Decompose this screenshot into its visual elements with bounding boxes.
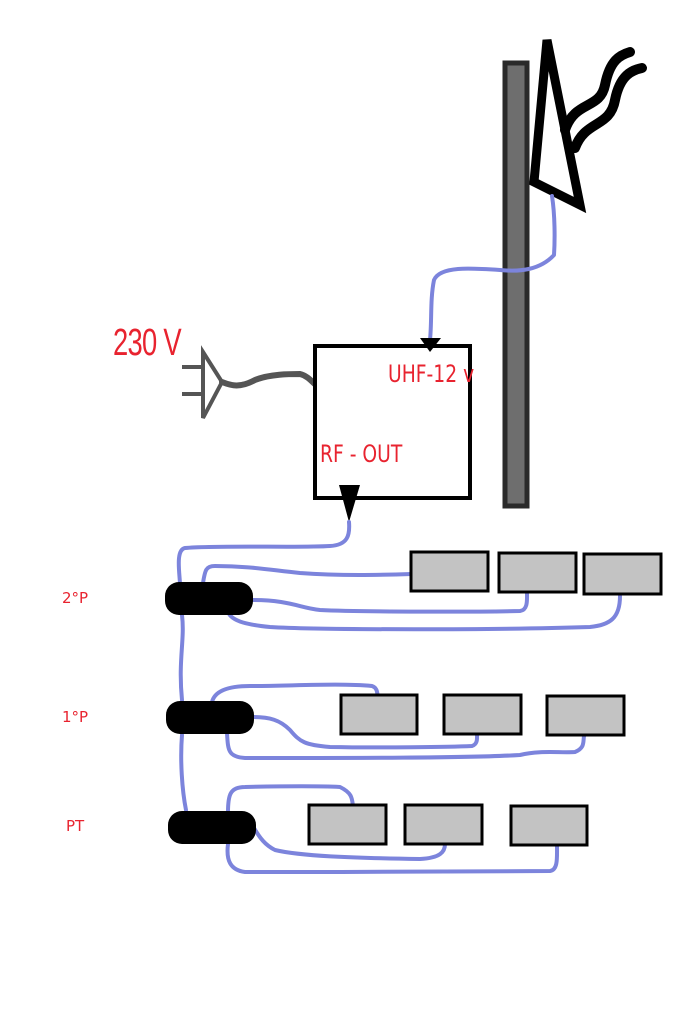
uhf-input-arrow xyxy=(420,338,441,352)
amplifier-box xyxy=(313,344,472,500)
rf-out-arrow xyxy=(339,485,360,522)
floor-label-pt: PT xyxy=(66,817,85,835)
trunk-cable xyxy=(176,520,352,812)
antenna-mast xyxy=(502,60,530,509)
antenna-cable xyxy=(428,194,557,342)
splitter-1p xyxy=(166,701,254,734)
tv-outlet-2p-1 xyxy=(409,550,490,593)
tv-outlet-2p-3 xyxy=(582,552,663,596)
tv-outlet-2p-2 xyxy=(497,551,578,594)
tv-outlet-1p-1 xyxy=(339,693,419,736)
tv-outlet-pt-3 xyxy=(509,804,589,847)
tv-outlet-pt-1 xyxy=(307,803,388,846)
cable-2p-3 xyxy=(226,594,622,632)
antenna-icon xyxy=(529,39,647,214)
cable-1p-2 xyxy=(250,715,480,750)
splitter-2p xyxy=(165,582,253,615)
cable-2p-2 xyxy=(250,591,530,614)
power-plug-icon xyxy=(182,345,319,419)
floor-label-1p: 1°P xyxy=(62,708,89,726)
cable-1p-3 xyxy=(225,731,586,760)
cable-1p-1 xyxy=(210,682,380,704)
splitter-pt xyxy=(168,811,256,844)
uhf-input-label: UHF-12 v xyxy=(388,360,475,388)
cable-pt-3 xyxy=(225,842,560,874)
cable-pt-2 xyxy=(252,826,447,861)
power-label: 230 V xyxy=(113,322,182,364)
cable-pt-1 xyxy=(226,784,355,814)
tv-outlet-1p-3 xyxy=(545,694,626,737)
tv-outlet-1p-2 xyxy=(442,693,523,736)
tv-outlet-pt-2 xyxy=(403,803,484,846)
cable-2p-1 xyxy=(201,564,414,585)
floor-label-2p: 2°P xyxy=(62,589,89,607)
rf-out-label: RF - OUT xyxy=(320,440,403,468)
